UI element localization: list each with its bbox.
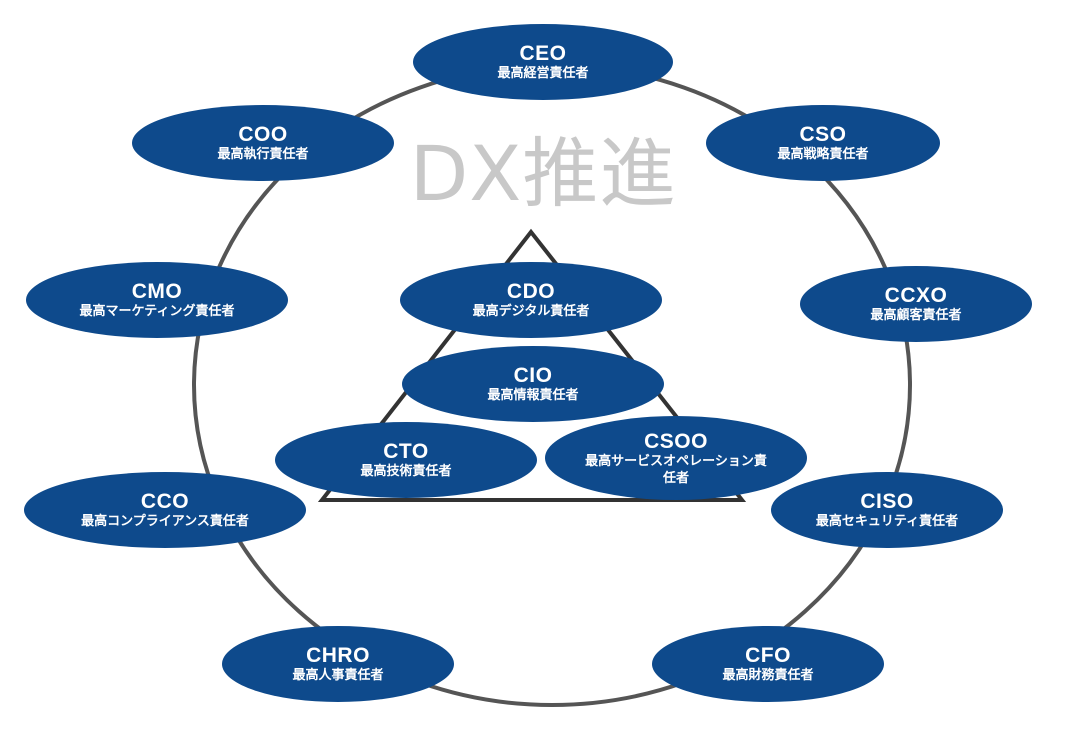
role-abbr: CMO bbox=[131, 280, 183, 303]
role-chro: CHRO 最高人事責任者 bbox=[222, 626, 454, 702]
role-cio: CIO 最高情報責任者 bbox=[402, 346, 664, 422]
role-abbr: COO bbox=[238, 123, 288, 146]
role-title-jp: 最高財務責任者 bbox=[722, 668, 814, 683]
role-abbr: CCXO bbox=[884, 284, 948, 307]
role-cmo: CMO 最高マーケティング責任者 bbox=[26, 262, 288, 338]
role-cto: CTO 最高技術責任者 bbox=[275, 422, 537, 498]
role-csoo: CSOO 最高サービスオペレーション責任者 bbox=[545, 416, 807, 500]
dx-title: DX推進 bbox=[409, 129, 677, 218]
role-abbr: CSO bbox=[799, 123, 847, 146]
role-title-jp: 最高戦略責任者 bbox=[777, 147, 869, 162]
role-cfo: CFO 最高財務責任者 bbox=[652, 626, 884, 702]
role-cco: CCO 最高コンプライアンス責任者 bbox=[24, 472, 306, 548]
role-abbr: CHRO bbox=[306, 644, 370, 667]
role-abbr: CSOO bbox=[644, 429, 708, 453]
role-coo: COO 最高執行責任者 bbox=[132, 105, 394, 181]
role-abbr: CDO bbox=[506, 280, 556, 303]
role-title-jp: 最高マーケティング責任者 bbox=[79, 304, 235, 319]
role-cdo: CDO 最高デジタル責任者 bbox=[400, 262, 662, 338]
role-abbr: CEO bbox=[519, 42, 567, 65]
role-title-jp: 最高デジタル責任者 bbox=[472, 304, 590, 319]
role-title-jp: 最高情報責任者 bbox=[487, 388, 579, 403]
role-title-jp: 最高技術責任者 bbox=[360, 464, 452, 479]
role-title-jp: 最高顧客責任者 bbox=[870, 308, 962, 323]
role-title-jp: 最高経営責任者 bbox=[497, 66, 589, 81]
role-abbr: CCO bbox=[140, 490, 190, 513]
role-abbr: CTO bbox=[383, 440, 429, 463]
role-ceo: CEO 最高経営責任者 bbox=[413, 24, 673, 100]
role-ccxo: CCXO 最高顧客責任者 bbox=[800, 266, 1032, 342]
role-abbr: CISO bbox=[860, 490, 914, 513]
role-title-jp: 最高セキュリティ責任者 bbox=[815, 514, 959, 529]
role-cso: CSO 最高戦略責任者 bbox=[706, 105, 940, 181]
role-ciso: CISO 最高セキュリティ責任者 bbox=[771, 472, 1003, 548]
role-title-jp: 最高サービスオペレーション責任者 bbox=[585, 453, 767, 486]
role-abbr: CIO bbox=[513, 364, 553, 387]
role-abbr: CFO bbox=[745, 644, 791, 667]
role-title-jp: 最高人事責任者 bbox=[292, 668, 384, 683]
role-title-jp: 最高コンプライアンス責任者 bbox=[81, 514, 249, 529]
role-title-jp: 最高執行責任者 bbox=[217, 147, 309, 162]
